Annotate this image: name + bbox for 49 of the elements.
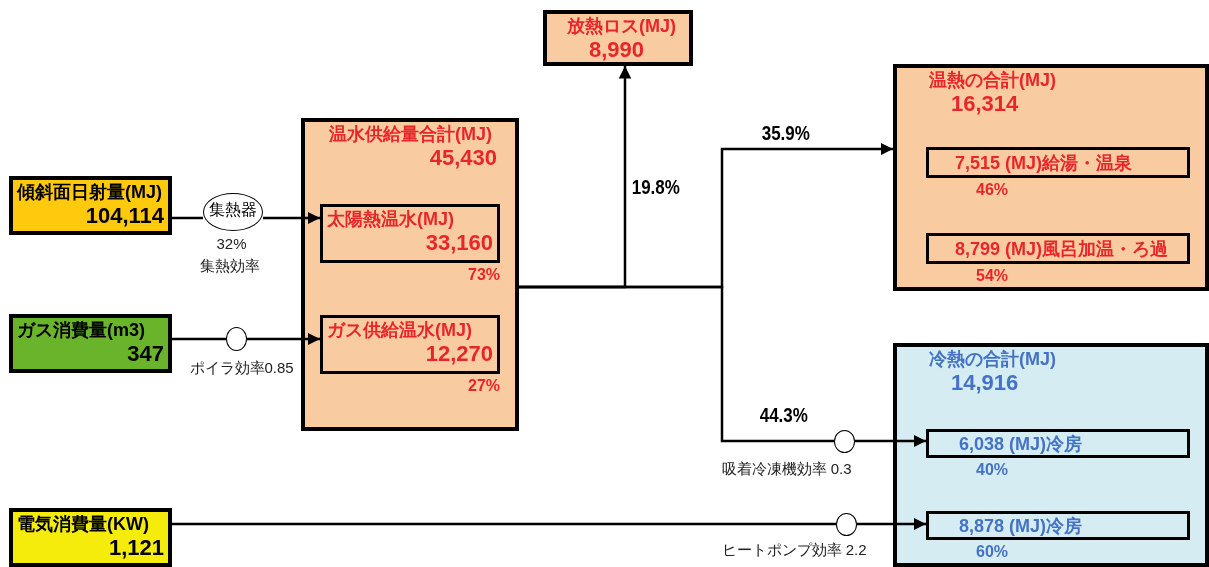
- input-box: [9, 508, 172, 567]
- device-label: 集熱器: [209, 201, 257, 220]
- value-text: 6,038 (MJ)冷房: [959, 434, 1083, 455]
- connector-line: [519, 285, 834, 443]
- heading-text: 温水供給量合計(MJ): [329, 124, 492, 145]
- percentage-label: 54%: [976, 267, 1009, 285]
- value-text: 33,160: [425, 229, 493, 255]
- arrow: [855, 434, 926, 448]
- value-text: 45,430: [429, 144, 497, 170]
- heading-text: 傾斜面日射量(MJ): [17, 182, 162, 203]
- value-text: 7,515 (MJ)給湯・温泉: [955, 153, 1133, 174]
- value-text: 1,121: [108, 534, 164, 560]
- efficiency-label: 集熱効率: [199, 256, 260, 276]
- value-text: 8,878 (MJ)冷房: [959, 516, 1083, 537]
- value-text: 12,270: [425, 340, 493, 366]
- total-box: [893, 64, 1209, 291]
- value-text: 104,114: [85, 202, 164, 228]
- efficiency-label: ヒートポンプ効率 2.2: [721, 540, 867, 560]
- loss-box: [543, 10, 693, 66]
- value-text: 14,916: [951, 369, 1019, 395]
- arrow: [263, 211, 320, 225]
- input-box: [9, 314, 172, 373]
- connector-line: [172, 216, 203, 220]
- total-box: [301, 118, 519, 431]
- total-box: [893, 343, 1209, 567]
- percentage-label: 40%: [976, 461, 1009, 479]
- percentage-label: 27%: [468, 377, 501, 395]
- heading-text: 太陽熱温水(MJ): [327, 209, 454, 230]
- heading-text: 電気消費量(KW): [17, 514, 149, 535]
- connector-line: [172, 337, 226, 341]
- percentage-label: 60%: [976, 543, 1009, 561]
- value-text: 8,799 (MJ)風呂加温・ろ過: [955, 239, 1169, 260]
- arrow: [857, 517, 926, 531]
- heading-text: 温熱の合計(MJ): [929, 70, 1056, 91]
- value-text: 8,990: [589, 36, 645, 62]
- arrow: [247, 332, 320, 346]
- heading-text: 冷熱の合計(MJ): [929, 349, 1056, 370]
- heading-text: ガス供給温水(MJ): [327, 320, 472, 341]
- value-text: 347: [127, 340, 164, 366]
- efficiency-label: ポイラ効率0.85: [189, 358, 294, 378]
- percentage-label: 46%: [976, 181, 1009, 199]
- efficiency-label: 吸着冷凍機効率 0.3: [721, 459, 852, 479]
- efficiency-label: 32%: [216, 234, 247, 252]
- value-text: 16,314: [951, 90, 1019, 116]
- input-box: [9, 176, 172, 235]
- heading-text: 放熱ロス(MJ): [567, 16, 676, 37]
- heading-text: ガス消費量(m3): [17, 320, 145, 341]
- percentage-label: 73%: [468, 266, 501, 284]
- connector-line: [172, 522, 836, 526]
